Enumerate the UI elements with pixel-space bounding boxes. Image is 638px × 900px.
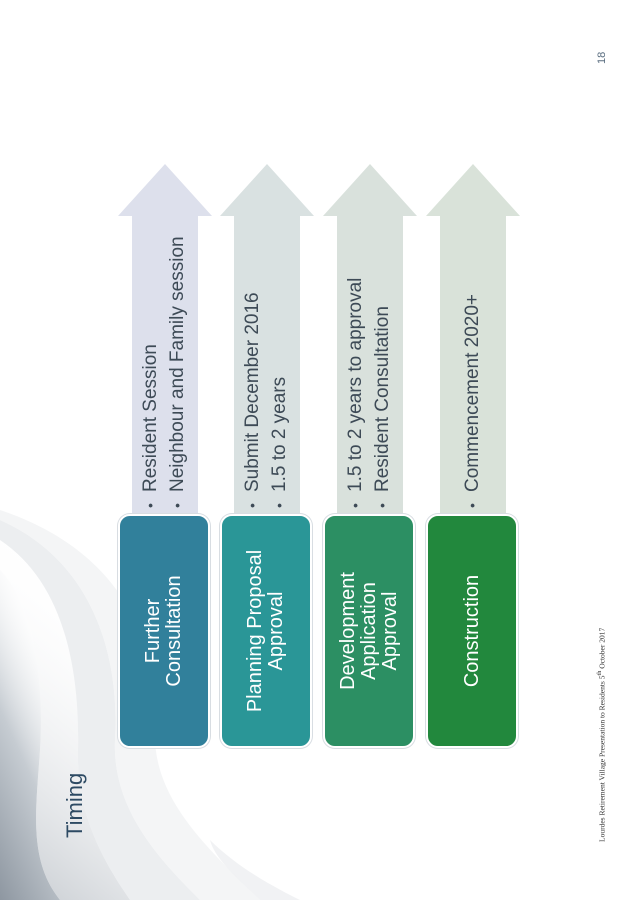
stage-detail-item: Resident Consultation (369, 178, 396, 508)
page-number: 18 (596, 51, 608, 64)
footer-superscript: th (596, 670, 603, 676)
stage-label-line: Approval (378, 591, 401, 671)
timeline-row: FurtherConsultationResident SessionNeigh… (118, 0, 214, 900)
stage-label-line: Consultation (163, 575, 185, 687)
timeline-row: Planning ProposalApprovalSubmit December… (220, 0, 316, 900)
stage-label-line: Approval (265, 591, 287, 671)
stage-detail-item: Submit December 2016 (239, 178, 266, 508)
stage-details-list: 1.5 to 2 years to approvalResident Consu… (323, 178, 415, 508)
stage-detail-item: 1.5 to 2 years to approval (342, 178, 369, 508)
timeline-row: DevelopmentApplicationApproval1.5 to 2 y… (323, 0, 419, 900)
stage-details-list: Resident SessionNeighbour and Family ses… (118, 178, 210, 508)
slide-title: Timing (62, 772, 87, 838)
footer-prefix: Lourdes Retirement Village Presentation … (597, 675, 607, 842)
stage-detail-item: Neighbour and Family session (164, 178, 191, 508)
timeline-row: Construction Commencement 2020+ (426, 0, 522, 900)
footer-suffix: October 2017 (597, 627, 607, 671)
stage-label-line: Application (357, 582, 380, 680)
stage-details-list: Submit December 20161.5 to 2 years (220, 178, 312, 508)
stage-detail-item: 1.5 to 2 years (266, 178, 293, 508)
stage-label-line: Development (336, 572, 359, 690)
stage-detail-item: Commencement 2020+ (459, 178, 486, 508)
stage-label-line: Further (142, 598, 164, 664)
stage-details-list: Commencement 2020+ (426, 178, 518, 508)
stage-label-box: Construction (426, 514, 518, 748)
stage-detail-item: Resident Session (137, 178, 164, 508)
stage-label-line: Construction (460, 574, 483, 688)
footer-text: Lourdes Retirement Village Presentation … (596, 628, 607, 842)
stage-label-line: Planning Proposal (244, 549, 266, 713)
